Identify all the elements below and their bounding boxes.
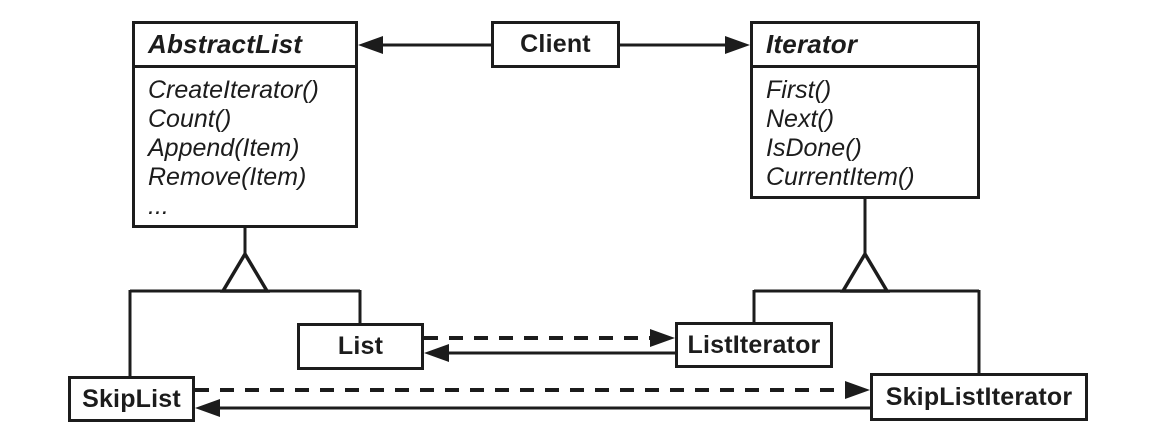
class-box-skiplistiterator: SkipListIterator	[870, 373, 1088, 421]
arrowhead-left-icon	[358, 36, 383, 54]
arrowhead-right-icon	[845, 381, 870, 399]
method-item: IsDone()	[766, 134, 862, 162]
generalization-triangle-icon	[839, 250, 891, 293]
method-item: CreateIterator()	[148, 76, 319, 104]
list-creates-listiterator-dashed-arrow	[424, 329, 675, 347]
abstractlist-inheritance-connector	[128, 228, 362, 376]
method-item: ...	[148, 192, 169, 220]
class-methods-abstractlist: CreateIterator() Count() Append(Item) Re…	[135, 68, 355, 221]
class-title-iterator: Iterator	[753, 24, 977, 68]
client-to-abstractlist-arrow	[358, 36, 491, 54]
method-item: First()	[766, 76, 832, 104]
arrowhead-right-icon	[650, 329, 675, 347]
class-box-iterator: Iterator First() Next() IsDone() Current…	[750, 21, 980, 199]
class-box-skiplist: SkipList	[68, 376, 195, 422]
class-box-listiterator: ListIterator	[675, 322, 833, 368]
listiterator-to-list-arrow	[424, 344, 675, 362]
method-item: Append(Item)	[148, 134, 300, 162]
skiplistiterator-to-skiplist-arrow	[195, 399, 870, 417]
iterator-inheritance-connector	[752, 199, 981, 373]
method-item: Next()	[766, 105, 835, 133]
arrowhead-left-icon	[195, 399, 220, 417]
method-item: Count()	[148, 105, 232, 133]
class-box-client: Client	[491, 21, 620, 68]
client-to-iterator-arrow	[620, 36, 750, 54]
class-box-abstractlist: AbstractList CreateIterator() Count() Ap…	[132, 21, 358, 228]
arrowhead-left-icon	[424, 344, 449, 362]
class-box-list: List	[297, 323, 424, 370]
method-item: CurrentItem()	[766, 163, 915, 191]
method-item: Remove(Item)	[148, 163, 307, 191]
class-methods-iterator: First() Next() IsDone() CurrentItem()	[753, 68, 977, 192]
skiplist-creates-skiplistiterator-dashed-arrow	[195, 381, 870, 399]
class-title-abstractlist: AbstractList	[135, 24, 355, 68]
generalization-triangle-icon	[219, 250, 271, 293]
arrowhead-right-icon	[725, 36, 750, 54]
